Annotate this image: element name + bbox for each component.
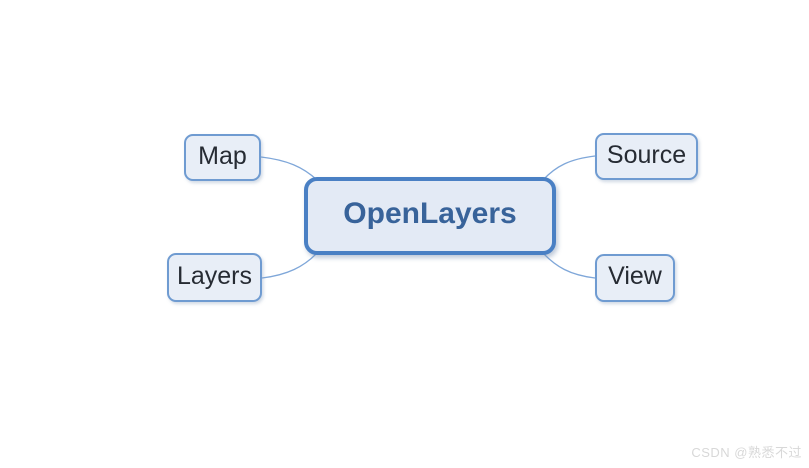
connector-map-center bbox=[260, 156, 318, 181]
node-center-label: OpenLayers bbox=[343, 197, 517, 230]
node-layers-label: Layers bbox=[176, 261, 253, 290]
connector-view-center bbox=[541, 251, 596, 279]
connector-layers-center bbox=[261, 251, 319, 279]
node-center-openlayers[interactable]: OpenLayers bbox=[304, 177, 556, 255]
node-source-label: Source bbox=[606, 140, 687, 169]
node-view[interactable]: View bbox=[595, 254, 675, 302]
node-source[interactable]: Source bbox=[595, 133, 698, 180]
watermark-text: CSDN @熟悉不过 bbox=[691, 445, 802, 460]
node-map[interactable]: Map bbox=[184, 134, 261, 181]
connector-source-center bbox=[542, 155, 596, 181]
node-view-label: View bbox=[608, 262, 662, 290]
node-layers[interactable]: Layers bbox=[167, 253, 262, 302]
node-map-label: Map bbox=[198, 141, 247, 170]
